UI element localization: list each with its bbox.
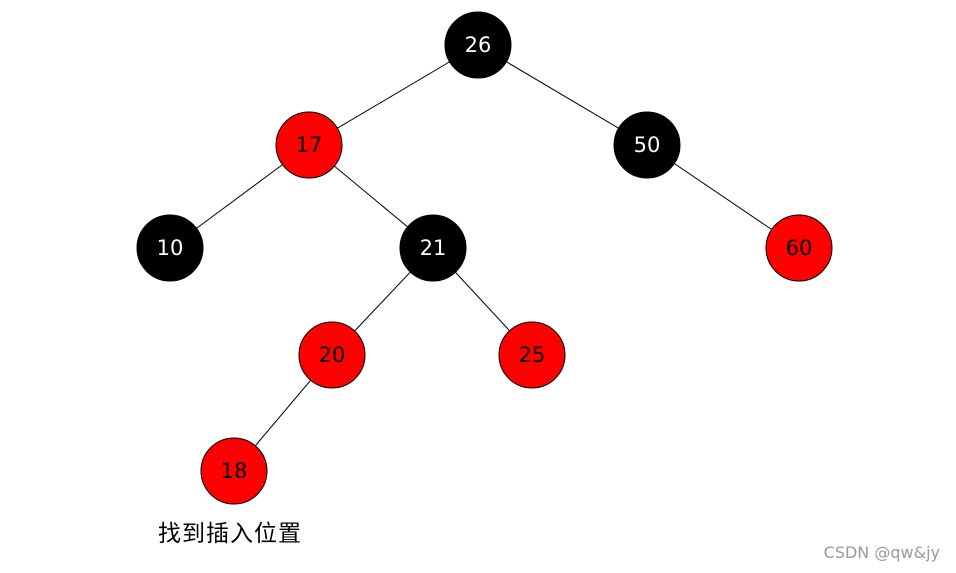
node-circle-18 [200, 437, 268, 505]
node-circle-20 [298, 321, 366, 389]
node-label-60: 60 [786, 236, 813, 260]
node-50: 50 [613, 111, 681, 179]
node-17: 17 [275, 111, 343, 179]
node-label-50: 50 [634, 133, 661, 157]
node-18: 18 [200, 437, 268, 505]
tree-nodes: 26 17 50 10 21 60 20 25 18 [136, 11, 833, 505]
node-label-20: 20 [319, 343, 346, 367]
node-25: 25 [498, 321, 566, 389]
node-20: 20 [298, 321, 366, 389]
node-label-21: 21 [420, 236, 447, 260]
node-label-26: 26 [465, 33, 492, 57]
node-label-18: 18 [221, 459, 248, 483]
node-circle-17 [275, 111, 343, 179]
node-circle-26 [444, 11, 512, 79]
node-10: 10 [136, 214, 204, 282]
insert-position-caption: 找到插入位置 [158, 521, 302, 547]
node-circle-60 [765, 214, 833, 282]
node-21: 21 [399, 214, 467, 282]
node-circle-10 [136, 214, 204, 282]
csdn-watermark: CSDN @qw&jy [823, 543, 940, 562]
node-60: 60 [765, 214, 833, 282]
node-circle-50 [613, 111, 681, 179]
node-label-17: 17 [296, 133, 323, 157]
node-label-10: 10 [157, 236, 184, 260]
node-circle-21 [399, 214, 467, 282]
node-circle-25 [498, 321, 566, 389]
node-26: 26 [444, 11, 512, 79]
tree-edges [169, 44, 800, 472]
node-label-25: 25 [519, 343, 546, 367]
